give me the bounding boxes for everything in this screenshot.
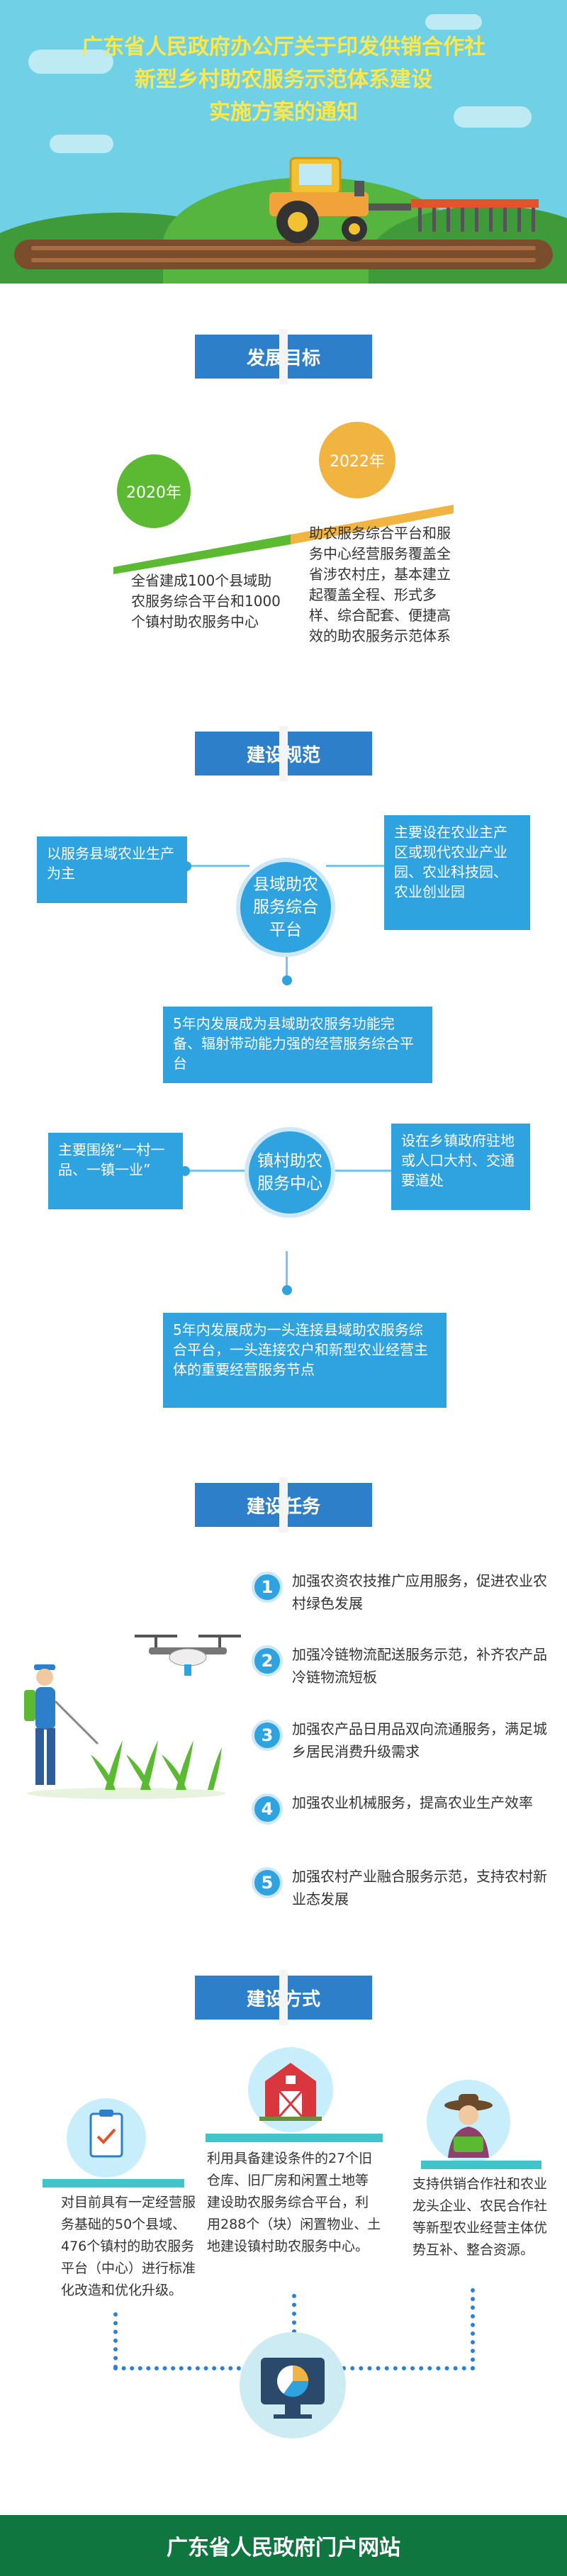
method-right-text: 支持供销合作社和农业龙头企业、农民合作社等新型农业经营主体优势互补、整合资源。 (412, 2176, 548, 2258)
section-label-goals: 发展目标 (195, 329, 372, 384)
connector-line (286, 950, 288, 985)
dotted-connector (471, 2288, 476, 2370)
section-label-methods: 建设方式 (195, 1970, 372, 2025)
cloud-decoration (28, 50, 113, 74)
year-2020-badge: 2020年 (117, 454, 191, 528)
county-platform-node: 县域助农服务综合平台 (236, 858, 335, 957)
cloud-decoration (454, 106, 532, 128)
dotted-connector (113, 2312, 119, 2369)
header-banner: 广东省人民政府办公厅关于印发供销合作社 新型乡村助农服务示范体系建设 实施方案的… (0, 0, 567, 284)
task-text-5: 加强农村产业融合服务示范，支持农村新业态发展 (292, 1868, 547, 1908)
task-number-3: 3 (252, 1720, 283, 1751)
task-number-text: 3 (261, 1725, 274, 1745)
dotted-connector (292, 2294, 298, 2334)
task-text-3: 加强农产品日用品双向流通服务，满足城乡居民消费升级需求 (292, 1720, 547, 1760)
task-number-2: 2 (252, 1645, 283, 1676)
connector-line (286, 1251, 288, 1294)
town-bottom-box: 5年内发展成为一头连接县域助农服务综合平台，一头连接农户和新型农业经营主体的重要… (163, 1313, 447, 1408)
county-right-box: 主要设在农业主产区或现代农业产业园、农业科技园、农业创业园 (384, 815, 530, 930)
county-node-label: 县域助农服务综合平台 (253, 875, 318, 939)
checklist-icon (89, 2110, 123, 2158)
cloud-decoration (425, 14, 482, 30)
goal-2020-text: 全省建成100个县域助农服务综合平台和1000个镇村助农服务中心 (131, 572, 281, 630)
section-label-text: 发展目标 (246, 347, 320, 369)
method-divider (421, 2161, 541, 2169)
cloud-decoration (50, 135, 113, 153)
section-label-text: 建设规范 (246, 744, 320, 766)
footer-banner: 广东省人民政府门户网站 (0, 2515, 567, 2576)
task-text-1: 加强农资农技推广应用服务，促进农业农村绿色发展 (292, 1572, 547, 1612)
page-title: 广东省人民政府办公厅关于印发供销合作社 新型乡村助农服务示范体系建设 实施方案的… (0, 31, 567, 129)
task-number-text: 4 (261, 1799, 274, 1819)
goal-2022-text: 助农服务综合平台和服务中心经营服务覆盖全省涉农村庄，基本建立起覆盖全程、形式多样… (309, 525, 451, 644)
section-label-text: 建设任务 (246, 1496, 320, 1518)
task-number-5: 5 (252, 1867, 283, 1898)
pie-chart-icon (261, 2358, 325, 2419)
connector-line (184, 1170, 255, 1172)
task-text-2: 加强冷链物流配送服务示范，补齐农产品冷链物流短板 (292, 1646, 547, 1686)
county-bottom-box: 5年内发展成为县域助农服务功能完备、辐射带动能力强的经营服务综合平台 (163, 1007, 432, 1083)
section-label-tasks: 建设任务 (195, 1477, 372, 1533)
method-divider (43, 2179, 184, 2188)
year-2020-label: 2020年 (126, 484, 181, 502)
soil-field (14, 240, 553, 269)
task-number-text: 1 (261, 1577, 274, 1597)
method-icon-circle (427, 2080, 510, 2163)
year-2022-label: 2022年 (330, 453, 385, 471)
dotted-connector (113, 2366, 241, 2372)
task-number-1: 1 (252, 1572, 283, 1603)
town-left-box: 主要围绕“一村一品、一镇一业” (48, 1133, 183, 1209)
year-2022-badge: 2022年 (319, 422, 395, 498)
farmer-sprayer-icon (24, 1664, 225, 1799)
town-right-box: 设在乡镇政府驻地或人口大村、交通要道处 (391, 1124, 530, 1210)
task-number-4: 4 (252, 1793, 283, 1825)
connector-dot (282, 975, 292, 985)
summary-circle (240, 2332, 346, 2438)
tractor-icon (269, 157, 539, 243)
section-label-planning: 建设规范 (195, 726, 372, 781)
town-center-node: 镇村助农服务中心 (245, 1127, 335, 1218)
connector-line (186, 865, 249, 867)
task-text-4: 加强农业机械服务，提高农业生产效率 (292, 1794, 533, 1811)
method-icon-circle (67, 2098, 146, 2178)
section-label-text: 建设方式 (246, 1988, 320, 2010)
task-number-text: 5 (261, 1873, 274, 1893)
barn-icon (259, 2063, 322, 2121)
footer-text: 广东省人民政府门户网站 (167, 2536, 400, 2560)
connector-line (326, 865, 390, 867)
title-line-3: 实施方案的通知 (209, 100, 358, 125)
dotted-connector (333, 2366, 475, 2372)
growth-ramp (113, 505, 454, 574)
method-divider (206, 2134, 383, 2142)
method-middle-text: 利用具备建设条件的27个旧仓库、旧厂房和闲置土地等建设助农服务综合平台，利用28… (207, 2151, 381, 2254)
task-number-text: 2 (261, 1651, 274, 1671)
title-line-2: 新型乡村助农服务示范体系建设 (135, 67, 432, 92)
connector-dot (282, 1285, 292, 1295)
method-icon-circle (248, 2047, 333, 2132)
connector-line (326, 1170, 397, 1172)
method-left-text: 对目前具有一定经营服务基础的50个县域、476个镇村的助农服务平台（中心）进行标… (61, 2195, 196, 2298)
drone-icon (135, 1635, 241, 1676)
county-left-box: 以服务县域农业生产为主 (37, 836, 187, 903)
title-line-1: 广东省人民政府办公厅关于印发供销合作社 (82, 35, 485, 60)
farmer-woman-icon (444, 2094, 493, 2158)
town-node-label: 镇村助农服务中心 (257, 1152, 322, 1193)
